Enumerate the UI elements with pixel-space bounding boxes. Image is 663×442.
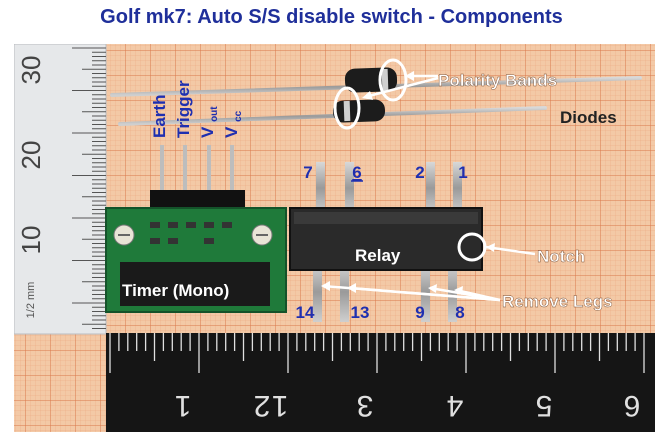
relay-pin-bottom: 9 bbox=[415, 303, 424, 322]
pin-label-earth: Earth bbox=[150, 95, 169, 138]
svg-text:V out: V out bbox=[198, 106, 220, 138]
relay-pin-top: 7 bbox=[303, 163, 312, 182]
relay-notch bbox=[457, 232, 487, 262]
timer-module bbox=[105, 145, 287, 313]
bottom-ruler-number: 4 bbox=[447, 389, 464, 422]
relay-pin-top: 2 bbox=[415, 163, 424, 182]
pin-label-vout-subscript: out bbox=[209, 106, 220, 122]
callout-notch: Notch bbox=[537, 247, 585, 266]
callout-polarity-bands: Polarity Bands bbox=[438, 71, 557, 90]
polarity-band-highlight bbox=[378, 58, 408, 102]
vertical-ruler-number: 10 bbox=[16, 226, 46, 255]
relay-pin-bottom: 13 bbox=[351, 303, 370, 322]
relay-pin-bottom: 14 bbox=[296, 303, 315, 322]
bottom-ruler: 1 2 1 3 4 5 6 bbox=[106, 333, 655, 432]
pin-label-vcc: V bbox=[222, 126, 241, 138]
pin-label-trigger: Trigger bbox=[174, 80, 193, 138]
callout-relay: Relay bbox=[355, 246, 401, 265]
pin-label-vout: V bbox=[198, 126, 217, 138]
bottom-ruler-ticks bbox=[109, 333, 645, 373]
bottom-ruler-number: 1 bbox=[272, 389, 289, 422]
vertical-ruler: 30 20 10 1/2 mm bbox=[14, 44, 107, 335]
relay-pin-top: 6 bbox=[352, 163, 361, 182]
pin-label-vcc-subscript: cc bbox=[233, 110, 244, 122]
relay-pin-bottom: 8 bbox=[455, 303, 464, 322]
vertical-ruler-number: 30 bbox=[16, 56, 46, 85]
page-title: Golf mk7: Auto S/S disable switch - Comp… bbox=[100, 6, 563, 28]
callout-remove-legs: Remove Legs bbox=[502, 292, 613, 311]
bottom-ruler-number: 5 bbox=[536, 389, 553, 422]
diodes bbox=[110, 58, 642, 130]
polarity-band-highlight bbox=[333, 86, 361, 130]
component-photo: 30 20 10 1/2 mm Polarity Bands Diodes Ea… bbox=[14, 44, 655, 432]
callout-diodes: Diodes bbox=[560, 108, 617, 127]
relay-pin-top: 1 bbox=[458, 163, 467, 182]
callout-timer: Timer (Mono) bbox=[122, 281, 229, 300]
bottom-ruler-number: 6 bbox=[624, 389, 641, 422]
svg-text:V cc: V cc bbox=[222, 110, 244, 138]
vertical-ruler-number: 20 bbox=[16, 141, 46, 170]
bottom-ruler-number: 2 bbox=[254, 389, 271, 422]
relay bbox=[289, 162, 536, 322]
bottom-ruler-number: 1 bbox=[175, 389, 192, 422]
vertical-ruler-ticks bbox=[72, 47, 106, 329]
vertical-ruler-unit: 1/2 mm bbox=[25, 282, 37, 319]
bottom-ruler-number: 3 bbox=[357, 389, 374, 422]
